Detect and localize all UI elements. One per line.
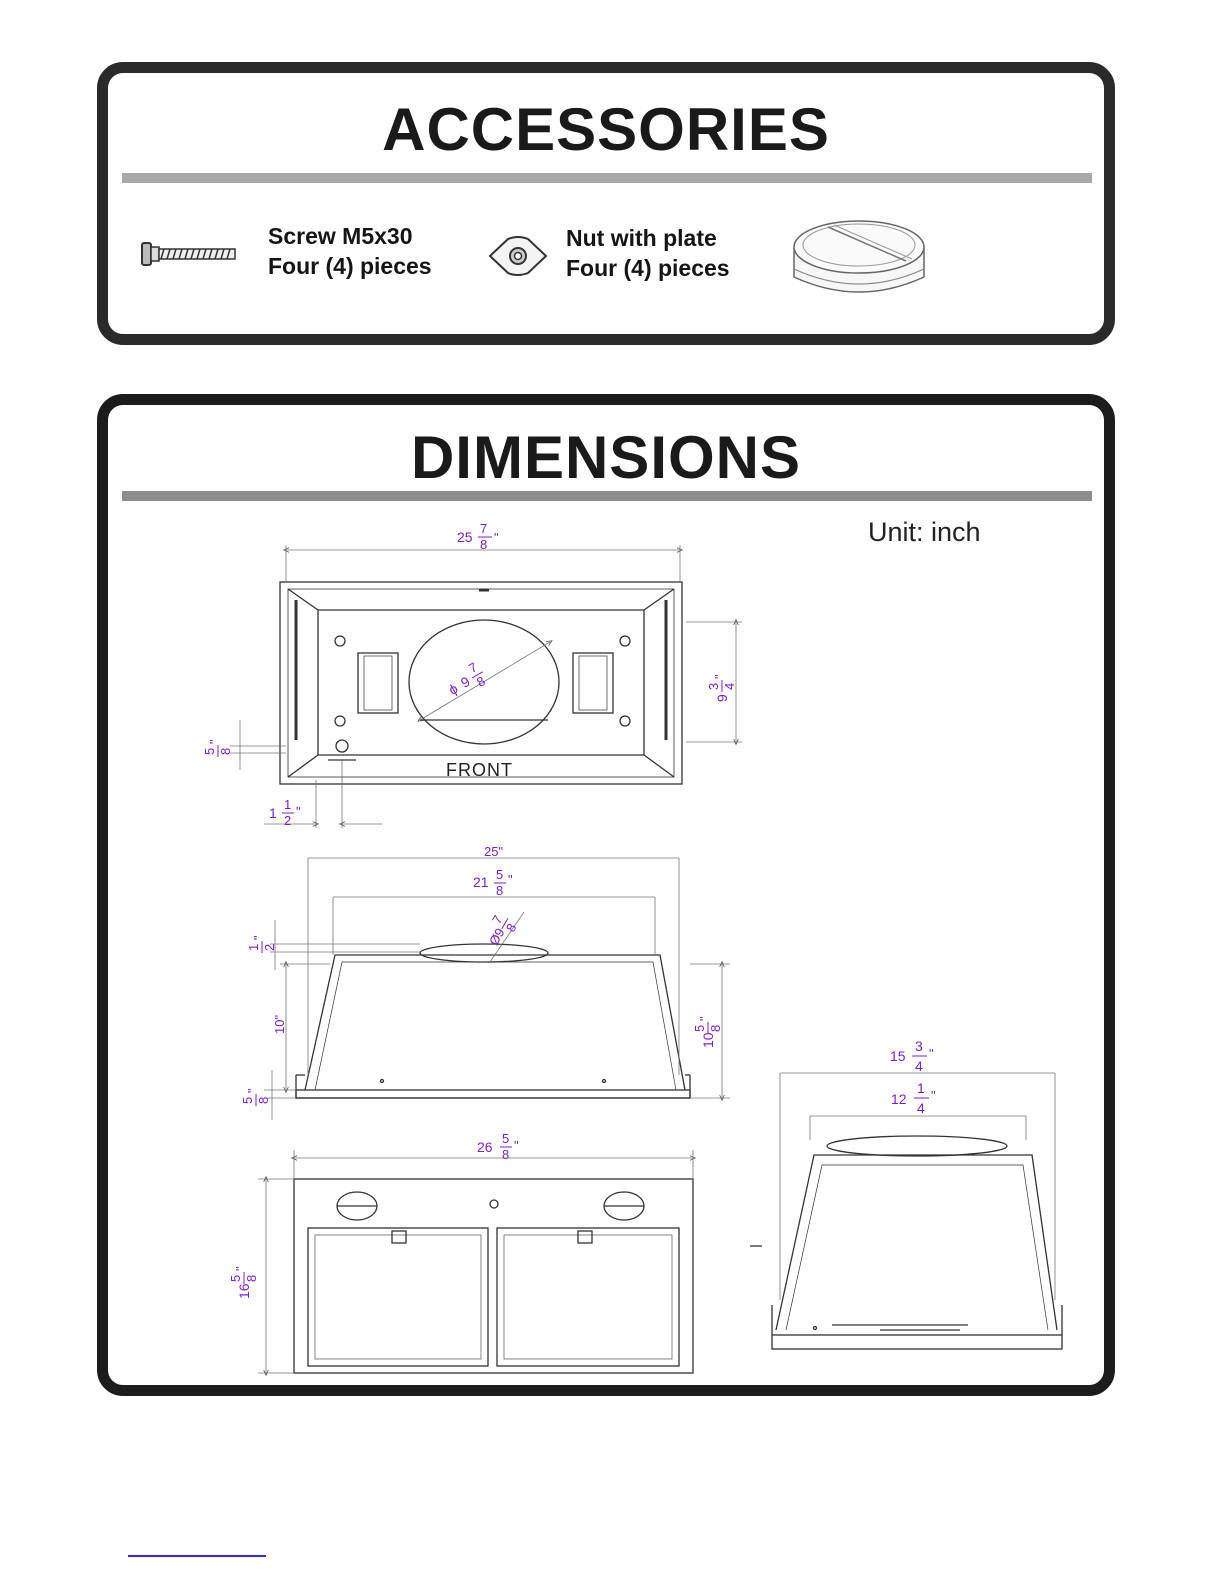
svg-text:2: 2 [284, 813, 291, 828]
svg-text:": " [697, 1016, 712, 1021]
svg-text:4: 4 [722, 683, 737, 690]
svg-text:8: 8 [496, 883, 503, 898]
svg-text:8: 8 [502, 1147, 509, 1162]
svg-text:": " [251, 935, 266, 940]
svg-text:5: 5 [228, 1275, 243, 1282]
svg-text:1: 1 [269, 805, 277, 821]
bottom-depth-dimension: 16 5 8 " [228, 1266, 259, 1299]
side-overall-depth-dimension: 15 3 4 " [890, 1038, 934, 1074]
opening-diameter-dimension: ϕ 9 7 8 [442, 658, 490, 704]
footer-link-underline[interactable] [128, 1555, 266, 1557]
top-width-dimension: 25 7 8 " [457, 521, 499, 552]
edge-offset-dimension: 5 8 " [202, 739, 233, 757]
svg-text:7: 7 [489, 913, 506, 927]
svg-text:": " [514, 1138, 519, 1153]
svg-text:7: 7 [466, 659, 480, 676]
svg-text:9: 9 [714, 694, 730, 702]
svg-text:8: 8 [244, 1275, 259, 1282]
front-overall-width: 25" [484, 844, 503, 859]
svg-text:16: 16 [236, 1283, 252, 1299]
svg-text:8: 8 [708, 1025, 723, 1032]
side-offset-dimension: 1 1 2 " [269, 797, 301, 828]
svg-text:8: 8 [218, 748, 233, 755]
svg-text:25: 25 [457, 529, 473, 545]
body-height-dimension: 10" [272, 1015, 287, 1034]
svg-text:3: 3 [706, 683, 721, 690]
svg-text:12: 12 [891, 1091, 907, 1107]
svg-text:5: 5 [202, 748, 217, 755]
svg-text:5: 5 [496, 867, 503, 882]
svg-text:8: 8 [480, 537, 487, 552]
svg-text:21: 21 [473, 874, 489, 890]
svg-text:5: 5 [692, 1025, 707, 1032]
svg-text:": " [712, 674, 727, 679]
collar-height-dimension: 1 2 " [246, 935, 277, 953]
svg-text:": " [508, 872, 513, 887]
svg-text:7: 7 [480, 521, 487, 536]
front-overall-height-dimension: 10 5 8 " [692, 1016, 723, 1048]
svg-text:ϕ: ϕ [446, 680, 461, 698]
svg-text:8: 8 [256, 1097, 271, 1104]
svg-text:8: 8 [474, 673, 488, 690]
front-view-drawing [296, 944, 690, 1098]
side-top-depth-dimension: 12 1 4 " [891, 1080, 936, 1116]
svg-text:9: 9 [458, 673, 473, 691]
svg-text:2: 2 [262, 944, 277, 951]
svg-text:": " [207, 739, 222, 744]
svg-text:10": 10" [272, 1015, 287, 1034]
bottom-width-dimension: 26 5 8 " [477, 1131, 519, 1162]
front-label: FRONT [446, 760, 513, 780]
svg-text:": " [494, 530, 499, 545]
svg-text:3: 3 [915, 1038, 923, 1054]
svg-text:4: 4 [915, 1058, 923, 1074]
svg-text:1: 1 [284, 797, 291, 812]
svg-text:26: 26 [477, 1139, 493, 1155]
svg-text:10: 10 [700, 1032, 716, 1048]
svg-text:": " [233, 1266, 248, 1271]
flange-height-dimension: 5 8 " [240, 1088, 271, 1106]
svg-text:": " [931, 1088, 936, 1103]
front-top-width-dimension: 21 5 8 " [473, 867, 513, 898]
bottom-view-drawing [294, 1179, 693, 1373]
opening-height-dimension: 9 3 4 " [706, 674, 737, 702]
svg-text:15: 15 [890, 1048, 906, 1064]
svg-text:": " [929, 1046, 934, 1061]
svg-text:5: 5 [240, 1097, 255, 1104]
svg-text:5: 5 [502, 1131, 509, 1146]
side-view-drawing [750, 1136, 1062, 1349]
svg-text:1: 1 [917, 1080, 925, 1096]
svg-text:": " [296, 804, 301, 819]
svg-text:1: 1 [246, 944, 261, 951]
svg-text:": " [245, 1088, 260, 1093]
svg-text:4: 4 [917, 1100, 925, 1116]
